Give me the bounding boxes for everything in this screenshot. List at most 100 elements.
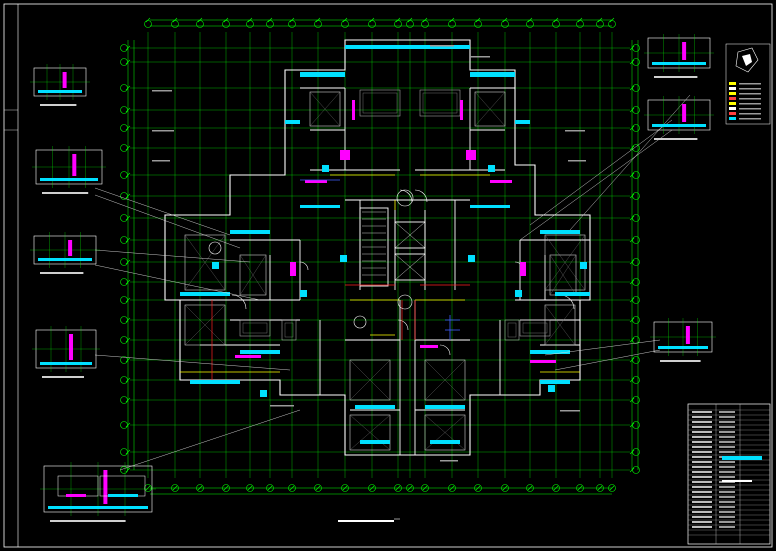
room-diagonal — [424, 359, 466, 401]
axis-bubble — [120, 58, 128, 66]
axis-bubble — [406, 20, 414, 28]
key-plan-legend-text — [739, 93, 761, 95]
dimension-tick — [289, 17, 295, 23]
furniture-inner — [284, 322, 294, 338]
key-plan-legend-swatch — [729, 87, 736, 90]
leader-line — [94, 264, 261, 301]
title-block-text — [692, 516, 712, 518]
dimension-tick — [629, 279, 635, 285]
axis-bubble — [394, 20, 402, 28]
title-block-text — [692, 476, 712, 478]
column-marker — [548, 385, 555, 392]
title-block-text — [719, 486, 735, 488]
dimension-tick — [629, 237, 635, 243]
title-block-text — [692, 496, 712, 498]
leader-line — [529, 119, 673, 226]
cyan-wall-fill — [470, 72, 515, 77]
axis-bubble — [608, 20, 616, 28]
dimension-tick — [125, 107, 131, 113]
axis-bubble — [552, 20, 560, 28]
leader-line — [94, 194, 241, 249]
detail-magenta — [62, 72, 67, 88]
cyan-wall-fill — [430, 440, 460, 444]
detail-title — [654, 138, 698, 140]
dimension-tick — [577, 17, 583, 23]
door-swing — [397, 319, 409, 331]
dimension-tick — [125, 59, 131, 65]
axis-bubble — [632, 421, 640, 429]
annotation-text — [565, 130, 585, 132]
axis-bubble — [526, 20, 534, 28]
key-plan-legend-text — [739, 103, 761, 105]
dimension-tick — [125, 317, 131, 323]
key-plan-legend-swatch — [729, 117, 736, 120]
column-marker — [322, 165, 329, 172]
title-block-drawing-no — [722, 480, 752, 482]
axis-bubble — [120, 106, 128, 114]
dimension-tick — [629, 397, 635, 403]
axis-bubble — [632, 296, 640, 304]
axis-bubble — [632, 171, 640, 179]
title-block-text — [719, 416, 735, 418]
axis-bubble — [632, 448, 640, 456]
detail-title — [40, 104, 77, 106]
scale-bar — [338, 520, 394, 522]
column-marker — [515, 290, 522, 297]
title-block-text — [692, 441, 712, 443]
cyan-wall-fill — [540, 230, 580, 234]
axis-bubble — [120, 316, 128, 324]
dimension-tick — [342, 17, 348, 23]
detail-cyan — [652, 62, 706, 65]
title-block-text — [719, 476, 735, 478]
axis-bubble — [632, 106, 640, 114]
cyan-wall-fill — [180, 292, 230, 296]
elevator-cross — [394, 221, 426, 249]
dimension-tick — [125, 193, 131, 199]
magenta-fill — [420, 345, 438, 348]
key-plan-legend-text — [739, 88, 761, 90]
axis-bubble — [448, 20, 456, 28]
dimension-tick — [407, 485, 413, 491]
title-block-text — [719, 511, 735, 513]
detail-title — [42, 376, 84, 378]
title-block-text — [692, 416, 712, 418]
room-diagonal — [544, 234, 586, 291]
magenta-fill — [460, 100, 463, 120]
detail-magenta — [685, 326, 690, 344]
dimension-tick — [629, 107, 635, 113]
magenta-fill — [352, 100, 355, 120]
dimension-tick — [369, 485, 375, 491]
detail-title — [42, 192, 89, 194]
dimension-tick — [342, 485, 348, 491]
dimension-tick — [629, 449, 635, 455]
dimension-tick — [502, 17, 508, 23]
door-swing — [559, 294, 575, 310]
dimension-tick — [125, 297, 131, 303]
dimension-tick — [145, 17, 151, 23]
room-diagonal — [424, 414, 466, 451]
axis-bubble — [120, 192, 128, 200]
axis-bubble — [120, 396, 128, 404]
dimension-tick — [527, 485, 533, 491]
elevator-cross — [394, 253, 426, 281]
annotation-text — [568, 160, 586, 162]
cyan-wall-fill — [470, 205, 510, 208]
axis-bubble — [421, 20, 429, 28]
dimension-tick — [247, 17, 253, 23]
dimension-tick — [553, 17, 559, 23]
furniture-inner — [507, 322, 517, 338]
dimension-tick — [125, 377, 131, 383]
dimension-tick — [629, 467, 635, 473]
detail-cyan — [38, 258, 92, 261]
title-block-text — [719, 501, 735, 503]
axis-bubble — [288, 20, 296, 28]
detail-title — [654, 76, 698, 78]
dimension-tick — [597, 485, 603, 491]
detail-magenta — [72, 154, 77, 176]
title-block-drawing-name — [722, 456, 762, 460]
detail-cyan — [40, 178, 98, 181]
axis-bubble — [632, 84, 640, 92]
title-block-text — [692, 426, 712, 428]
title-block-text — [692, 411, 712, 413]
dimension-tick — [449, 485, 455, 491]
